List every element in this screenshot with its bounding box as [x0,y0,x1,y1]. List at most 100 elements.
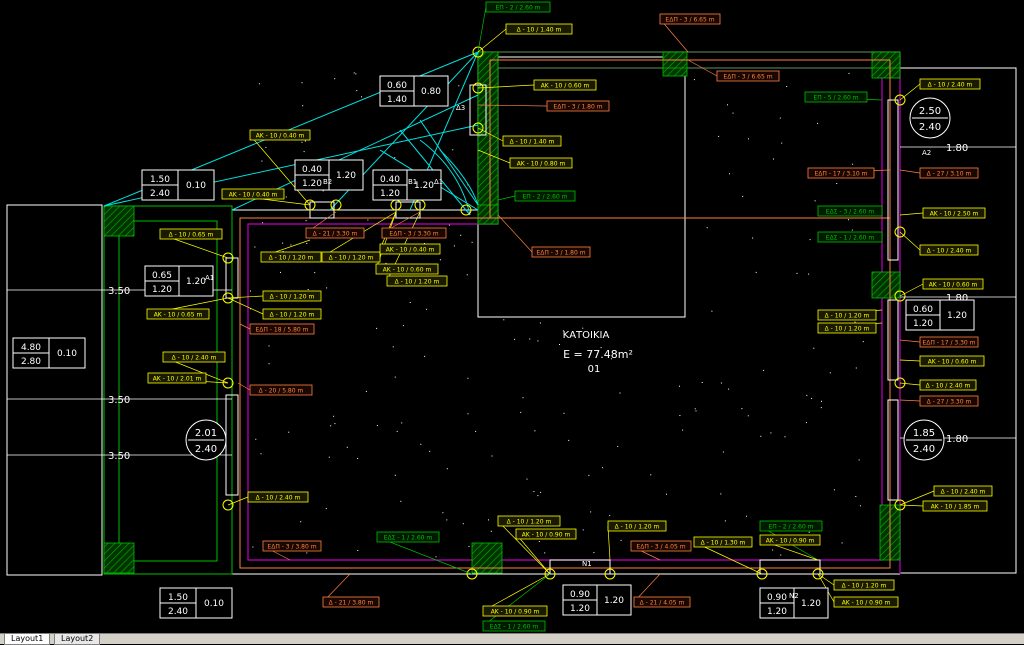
speckle [855,367,857,369]
tag-text: Δ - 10 / 1.20 m [615,524,660,531]
tag-text: ΕΔΠ - 3 / 4.05 m [636,544,685,551]
speckle [537,340,539,342]
speckle [724,520,726,522]
speckle [538,541,540,542]
leader-line [817,573,835,586]
speckle [817,122,819,124]
tag-text: Δ - 10 / 2.40 m [256,495,301,502]
leader-line [899,504,924,507]
tag-label: ΕΔΠ - 3 / 3.80 m [262,540,322,552]
node-circles [222,46,906,580]
speckle [467,184,469,186]
speckle [848,219,849,221]
leader-line [227,295,264,299]
tag-label: ΕΔΠ - 3 / 3.30 m [381,227,447,239]
level-circle: 1.852.40 [903,419,945,461]
leader-line [899,339,921,343]
leader-line [899,212,924,216]
speckle [748,138,749,140]
tag-text: Δ - 10 / 2.40 m [941,489,986,496]
speckle [859,505,861,507]
tab-layout2[interactable]: Layout2 [54,634,101,645]
tag-label: Δ - 10 / 1.40 m [505,23,573,35]
opening-box-bottom: 1.20 [302,179,322,189]
tag-label: Δ - 10 / 1.30 m [693,536,753,548]
leader-line [687,59,718,77]
speckle [741,408,743,410]
opening-box-top: 1.50 [150,175,170,185]
speckle [268,345,270,347]
speckle [462,523,464,525]
tag-text: ΕΠ - 5 / 2.60 m [813,95,858,102]
tag-text: Δ - 10 / 1.40 m [517,27,562,34]
speckle [453,245,455,247]
tag-text: ΕΠ - 2 / 2.60 m [768,524,813,531]
leader-line [249,134,311,206]
speckle [288,431,290,433]
tab-layout1[interactable]: Layout1 [4,634,51,645]
speckle [424,355,426,357]
tag-label: ΑΚ - 10 / 0.60 m [375,263,439,275]
tag-text: ΕΔΠ - 18 / 5.80 m [256,327,309,334]
speckle [260,453,262,455]
speckle [755,271,757,273]
leader-line [607,525,611,561]
tag-text: Δ - 10 / 2.40 m [928,82,973,89]
speckle [357,550,359,551]
opening-box-top: 0.65 [152,271,172,281]
speckle [809,239,811,241]
speckle [533,491,535,492]
opening-box: 0.601.400.80 [379,75,449,107]
level-circle-top: 2.01 [195,428,217,439]
tag-label: ΑΚ - 10 / 1.85 m [922,500,988,512]
speckle [468,546,470,547]
speckle [610,358,612,360]
speckle [855,496,857,497]
small-label: Α1 [205,274,214,282]
speckle [306,243,308,244]
speckle [779,117,781,119]
tag-label: Δ - 10 / 1.20 m [321,251,381,263]
tag-label: Δ - 20 / 5.80 m [249,384,313,396]
speckle [820,407,822,409]
opening-box-right: 1.20 [947,311,967,321]
tag-label: ΕΔΠ - 17 / 3.10 m [807,167,875,179]
speckle [619,392,621,394]
speckle [420,443,422,445]
speckle [522,397,524,399]
tag-text: Δ - 21 / 4.05 m [640,600,685,607]
tag-label: Δ - 27 / 3.30 m [919,395,979,407]
tag-label: Δ - 10 / 2.40 m [247,491,309,503]
speckle [322,190,324,192]
speckle [392,346,394,348]
tag-text: Δ - 10 / 1.20 m [270,294,315,301]
opening-box-top: 0.40 [302,165,322,175]
speckle [763,369,765,371]
leader-line [477,149,511,164]
speckle [314,272,316,274]
speckle [682,429,684,431]
speckle [814,200,816,202]
tag-text: ΑΚ - 10 / 0.90 m [766,538,815,545]
leader-line [482,573,551,612]
small-label: Α2 [922,149,931,157]
speckle [582,529,584,531]
tag-label: ΕΔΠ - 17 / 3.30 m [919,336,979,348]
leader-line [477,28,507,53]
tag-text: ΑΚ - 10 / 0.80 m [517,161,566,168]
opening-box-bottom: 1.20 [380,189,400,199]
speckle [722,451,724,453]
tag-label: ΑΚ - 10 / 0.40 m [379,243,441,255]
tag-text: Δ - 10 / 1.20 m [329,255,374,262]
speckle [426,308,428,310]
tag-text: Δ - 10 / 1.20 m [270,312,315,319]
speckle [813,347,815,349]
opening-box: 0.901.201.20 [759,587,829,619]
opening-box-bottom: 1.20 [913,319,933,329]
speckle [600,347,602,349]
tag-label: ΕΠ - 2 / 2.60 m [485,1,551,13]
leader-line [899,399,921,402]
dimension-labels: 3.50 3.50 3.50 1.80 1.80 1.80 [108,143,968,462]
opening-box-right: 0.80 [421,87,441,97]
